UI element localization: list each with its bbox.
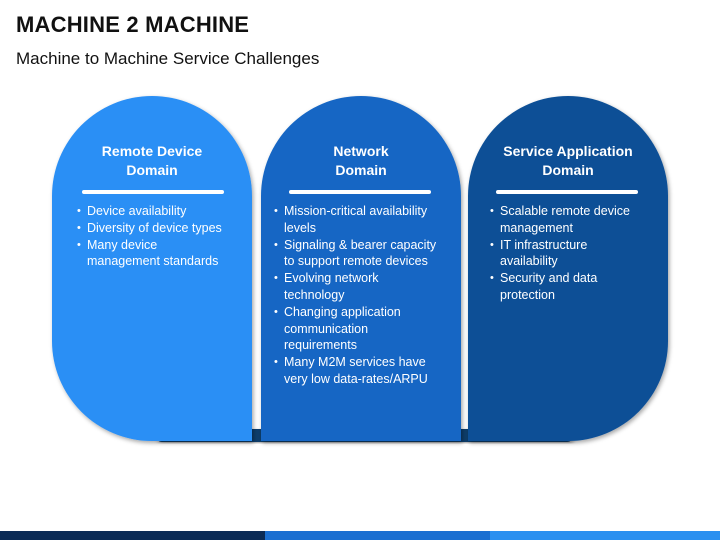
domain-heading: Network Domain (261, 142, 461, 180)
list-item: Evolving network technology (274, 270, 442, 304)
list-item: Signaling & bearer capacity to support r… (274, 237, 442, 271)
domain-heading-line2: Domain (126, 162, 178, 178)
domain-heading-line2: Domain (335, 162, 387, 178)
list-item: Device availability (77, 203, 237, 220)
list-item: Many M2M services have very low data-rat… (274, 354, 442, 388)
page-subtitle: Machine to Machine Service Challenges (16, 49, 320, 68)
domain-card-remote-device: Remote Device Domain Device availability… (52, 96, 252, 441)
list-item: Mission-critical availability levels (274, 203, 442, 237)
footer-strip-segment (0, 531, 265, 540)
domain-challenge-list: Scalable remote device management IT inf… (490, 203, 640, 304)
footer-color-strip (0, 531, 720, 540)
footer-strip-segment (490, 531, 720, 540)
list-item: Diversity of device types (77, 220, 237, 237)
domain-divider (496, 190, 638, 194)
domain-heading-line2: Domain (542, 162, 594, 178)
domain-challenge-list: Mission-critical availability levels Sig… (274, 203, 442, 388)
domain-heading-line1: Remote Device (101, 143, 203, 159)
domain-heading-line1: Network (333, 143, 389, 159)
domain-divider (289, 190, 431, 194)
page-title: MACHINE 2 MACHINE (16, 12, 250, 37)
footer-strip-segment (265, 531, 490, 540)
list-item: Changing application communication requi… (274, 304, 409, 354)
list-item: Scalable remote device management (490, 203, 640, 237)
domain-heading-line1: Service Application (503, 143, 633, 159)
domain-divider (82, 190, 224, 194)
domain-card-service-application: Service Application Domain Scalable remo… (468, 96, 668, 441)
list-item: IT infrastructure availability (490, 237, 610, 271)
domain-heading: Remote Device Domain (52, 142, 252, 180)
domain-heading: Service Application Domain (468, 142, 668, 180)
domain-card-network: Network Domain Mission-critical availabi… (261, 96, 461, 441)
list-item: Many device management standards (77, 237, 227, 271)
list-item: Security and data protection (490, 270, 618, 304)
domain-challenge-list: Device availability Diversity of device … (77, 203, 237, 270)
